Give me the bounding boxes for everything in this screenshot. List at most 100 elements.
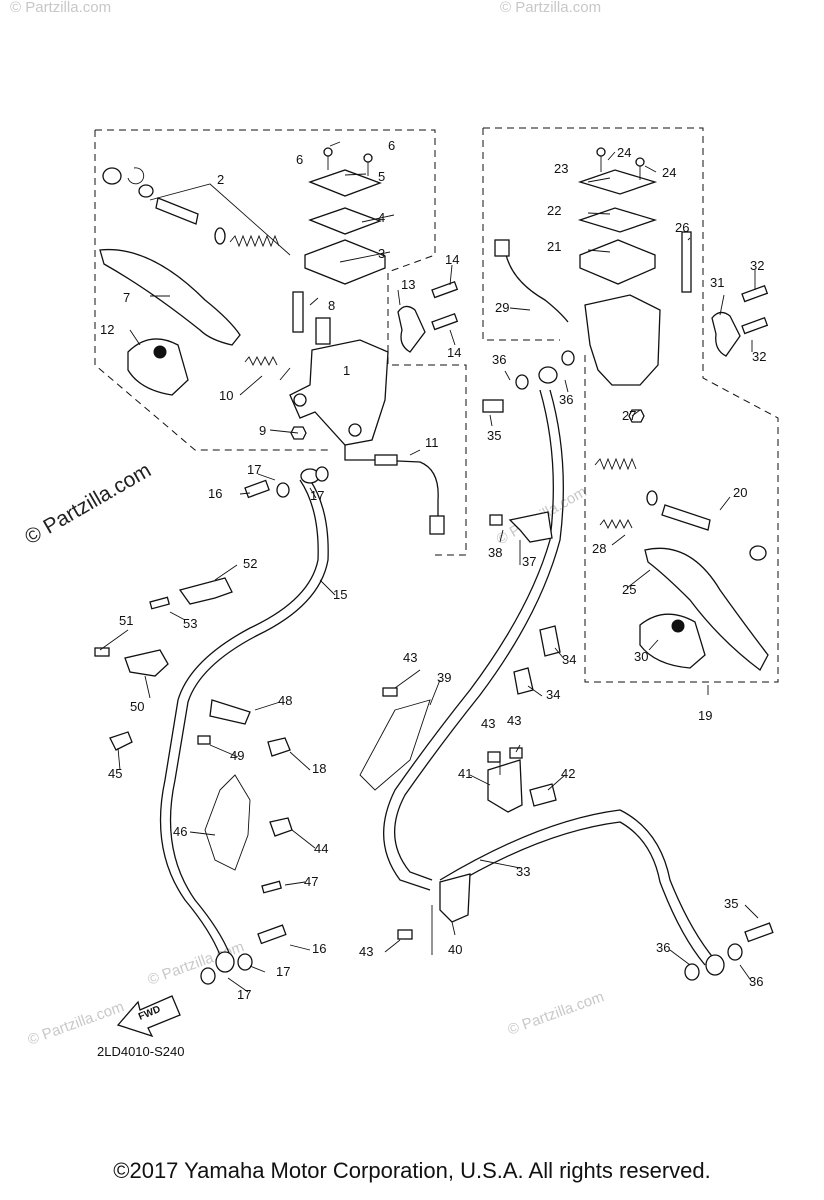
bracket-part <box>124 649 169 677</box>
clamp-part <box>209 699 251 725</box>
piston-part <box>155 197 199 225</box>
left-master-cylinder-assembly <box>99 147 459 535</box>
clip-part <box>269 817 293 837</box>
cover-screw-part <box>153 345 167 359</box>
reservoir-cap-part <box>577 169 658 195</box>
diaphragm-plate-part <box>577 207 658 233</box>
switch-connector-part <box>494 239 510 257</box>
left-brake-hose <box>159 479 319 956</box>
callout-label: 33 <box>516 864 530 879</box>
lever-spring-part <box>599 518 633 530</box>
banjo-part <box>705 954 725 976</box>
callout-label: 29 <box>495 300 509 315</box>
bracket-part <box>439 873 471 923</box>
callout-label: 27 <box>622 408 636 423</box>
callout-label: 2 <box>217 172 224 187</box>
callout-label: 3 <box>378 246 385 261</box>
assembly-boxes <box>94 127 779 683</box>
callout-label: 44 <box>314 841 328 856</box>
callout-label: 22 <box>547 203 561 218</box>
bolt-part <box>487 751 501 763</box>
callout-label: 18 <box>312 761 326 776</box>
callout-label: 32 <box>752 349 766 364</box>
callout-label: 7 <box>123 290 130 305</box>
right-brake-hose <box>382 389 554 891</box>
union-bolt-part <box>482 399 504 413</box>
brake-switch-part <box>374 454 398 466</box>
bolt-part <box>382 687 398 697</box>
callout-label: 43 <box>507 713 521 728</box>
callout-label: 5 <box>378 169 385 184</box>
bolt-part <box>489 514 503 526</box>
reservoir-neck-part <box>315 317 331 345</box>
callout-label: 49 <box>230 748 244 763</box>
callout-label: 53 <box>183 616 197 631</box>
lever-cover-part <box>127 338 189 396</box>
watermark-bottom-right: © Partzilla.com <box>506 988 607 1039</box>
union-bolt-part <box>244 479 270 499</box>
cup-part <box>646 490 658 506</box>
screw-part <box>635 157 645 167</box>
callout-label: 20 <box>733 485 747 500</box>
callout-label: 11 <box>425 435 439 450</box>
washer-part <box>315 466 329 482</box>
banjo-part <box>215 951 235 973</box>
bolt-part <box>261 880 282 894</box>
callout-label: 6 <box>296 152 303 167</box>
holder-bolt-part <box>741 316 769 335</box>
callout-label: 31 <box>710 275 724 290</box>
bolt-part <box>397 929 413 940</box>
callout-label: 16 <box>312 941 326 956</box>
cup-part <box>214 227 226 245</box>
union-bolt-part <box>257 924 287 945</box>
watermark-top-right: © Partzilla.com <box>500 0 601 16</box>
bracket-part <box>508 511 553 543</box>
screw-part <box>596 147 606 157</box>
callout-label: 38 <box>488 545 502 560</box>
guide-part <box>359 699 431 791</box>
bolt-part <box>94 647 110 657</box>
switch-connector-part <box>429 515 445 535</box>
callout-label: 35 <box>724 896 738 911</box>
callout-label: 1 <box>343 363 350 378</box>
diaphragm-plate-part <box>308 207 382 235</box>
callout-label: 43 <box>359 944 373 959</box>
spring-part <box>594 457 637 471</box>
callout-label: 15 <box>333 587 347 602</box>
callout-label: 36 <box>749 974 763 989</box>
clip-part <box>513 667 534 695</box>
callout-label: 8 <box>328 298 335 313</box>
callout-label: 14 <box>447 345 461 360</box>
callout-label: 6 <box>388 138 395 153</box>
washer-part <box>515 374 529 390</box>
hoses-and-brackets <box>94 350 774 985</box>
callout-label: 40 <box>448 942 462 957</box>
circlip-part <box>127 167 145 185</box>
clip-part <box>109 731 133 751</box>
callout-label: 13 <box>401 277 415 292</box>
callout-label: 50 <box>130 699 144 714</box>
callout-label: 14 <box>445 252 459 267</box>
callout-label: 43 <box>481 716 495 731</box>
holder-part <box>397 305 426 353</box>
holder-part <box>711 311 741 357</box>
bolt-part <box>197 735 211 745</box>
callout-label: 51 <box>119 613 133 628</box>
piston-part <box>661 504 711 531</box>
callout-label: 21 <box>547 239 561 254</box>
holder-bolt-part <box>431 312 459 331</box>
nut-part <box>628 409 645 423</box>
lever-spring-part <box>244 355 278 367</box>
callout-label: 37 <box>522 554 536 569</box>
callout-label: 16 <box>208 486 222 501</box>
guide-part <box>204 774 251 871</box>
callout-label: 23 <box>554 161 568 176</box>
front-brake-hose <box>439 809 716 961</box>
callout-label: 42 <box>561 766 575 781</box>
callout-label: 36 <box>559 392 573 407</box>
switch-lead <box>504 249 569 323</box>
watermark-left-lower: © Partzilla.com <box>26 998 127 1049</box>
callout-label: 9 <box>259 423 266 438</box>
screw-part <box>363 153 373 163</box>
